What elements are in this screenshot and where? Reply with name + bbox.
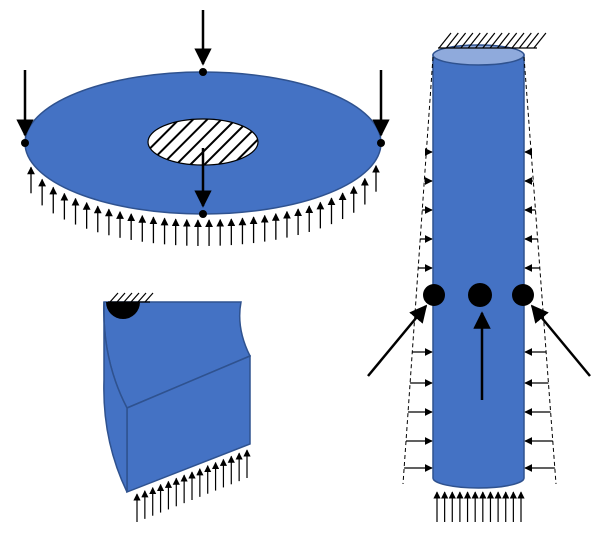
load-point-dot	[377, 139, 385, 147]
cylinder-wedge	[103, 292, 252, 522]
hatch-line	[526, 32, 540, 49]
hatch-line	[467, 32, 481, 49]
hatch-line	[109, 292, 119, 303]
load-contact-dot	[423, 284, 445, 306]
pressure-envelope-left	[402, 56, 434, 485]
hatch-line	[489, 32, 503, 49]
hatch-line	[130, 292, 140, 303]
hatch-line	[445, 32, 459, 49]
hatch-line	[137, 292, 147, 303]
disk-point-loads	[16, 10, 390, 218]
disk-distributed-pressure	[27, 164, 380, 246]
wedge-curved-face	[103, 301, 128, 493]
hatch-line	[511, 32, 525, 49]
hatch-line	[116, 292, 126, 303]
hatch-line	[504, 32, 518, 49]
wedge-fixed-hatch	[108, 292, 154, 303]
wedge-bottom-pressure	[133, 449, 251, 522]
vertical-cylinder	[367, 32, 591, 522]
hatch-line	[518, 32, 532, 49]
cylinder-fixed-hatch	[438, 32, 547, 49]
hatch-line	[123, 292, 133, 303]
load-point-dot	[199, 68, 207, 76]
hatch-line	[533, 32, 547, 49]
pressure-envelope-right	[523, 56, 557, 485]
hatch-line	[460, 32, 474, 49]
hatch-line	[453, 32, 467, 49]
cylinder-bottom-pressure	[433, 491, 525, 522]
hatch-line	[475, 32, 488, 49]
annular-disk	[16, 10, 390, 246]
hatch-line	[438, 32, 452, 49]
load-point-dot	[199, 210, 207, 218]
cylinder-lateral-pressure	[404, 148, 555, 472]
wedge-fixed-support	[106, 302, 140, 319]
load-contact-dot	[468, 283, 492, 307]
hatch-line	[496, 32, 510, 49]
load-contact-dot	[512, 284, 534, 306]
load-point-dot	[21, 139, 29, 147]
hatch-line	[482, 32, 496, 49]
hatch-line	[144, 292, 154, 303]
inclined-load-arrow-left	[367, 304, 428, 377]
cylinder-body	[432, 54, 525, 489]
inclined-load-arrow-right	[530, 304, 591, 377]
